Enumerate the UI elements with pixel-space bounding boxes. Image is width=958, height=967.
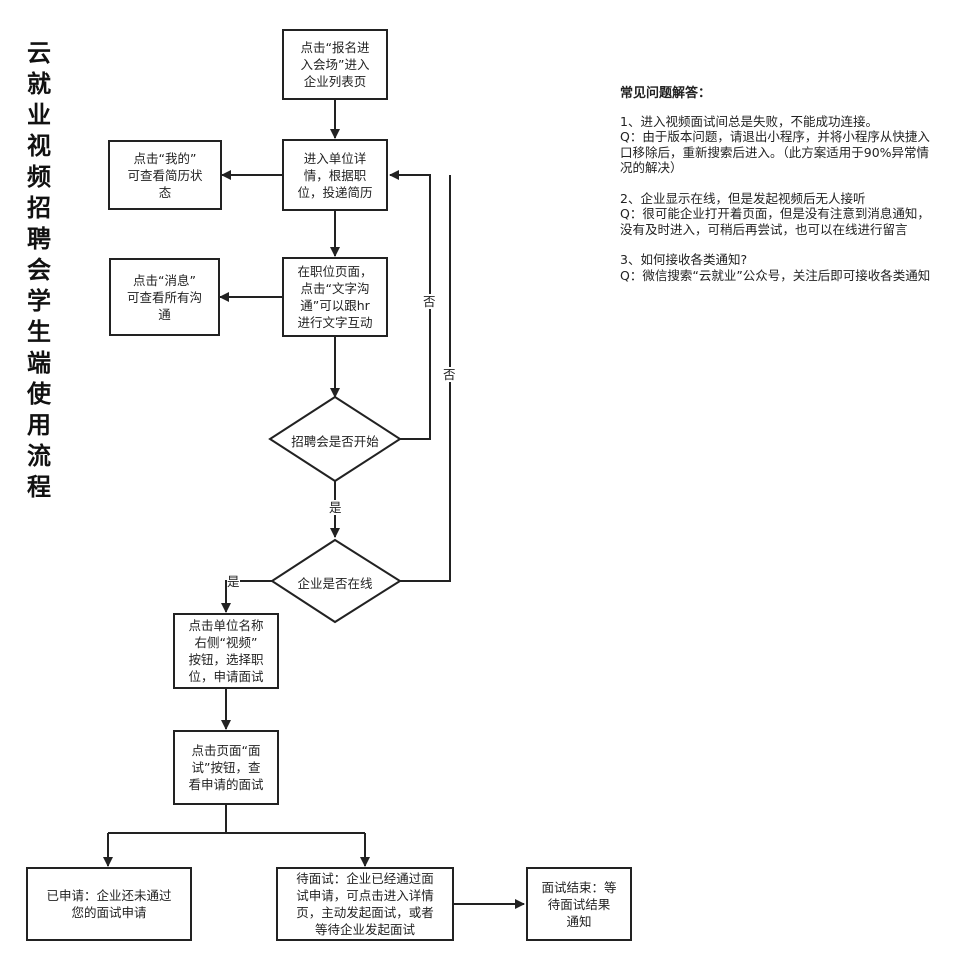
node-enter-venue: 点击“报名进 入会场”进入 企业列表页	[282, 29, 388, 100]
faq-item: 3、如何接收各类通知? Q：微信搜索“云就业”公众号，关注后即可接收各类通知	[620, 252, 938, 283]
faq-answer: Q：由于版本问题，请退出小程序，并将小程序从快捷入口移除后，重新搜索后进入。（此…	[620, 129, 930, 175]
node-messages: 点击“消息” 可查看所有沟 通	[109, 258, 220, 336]
label-yes-online: 是	[227, 574, 240, 589]
title-char: 云	[27, 39, 51, 67]
title-char: 程	[27, 473, 51, 501]
node-unit-detail: 进入单位详 情，根据职 位，投递简历	[282, 139, 388, 211]
decision-fair-started-shape	[268, 395, 402, 483]
title-char: 端	[27, 349, 51, 377]
label-no-online: 否	[443, 367, 456, 382]
title-char: 业	[27, 101, 51, 129]
title-char: 学	[27, 287, 51, 315]
label-no-fair: 否	[423, 294, 436, 309]
title-char: 会	[27, 256, 51, 284]
node-job-page: 在职位页面， 点击“文字沟 通”可以跟hr 进行文字互动	[282, 257, 388, 337]
arrow-online-yes-to-video	[221, 580, 272, 613]
node-click-video: 点击单位名称 右侧“视频” 按钮，选择职 位，申请面试	[173, 613, 279, 689]
title-char: 频	[27, 163, 51, 191]
node-fair-started: 招聘会是否开始	[291, 434, 379, 449]
title-char: 用	[27, 411, 51, 439]
node-finished: 面试结束：等 待面试结果 通知	[526, 867, 632, 941]
label-yes-fair: 是	[329, 500, 342, 515]
faq-panel: 常见问题解答： 1、进入视频面试间总是失败，不能成功连接。 Q：由于版本问题，请…	[620, 86, 938, 298]
node-pending: 待面试：企业已经通过面 试申请，可点击进入详情 页，主动发起面试，或者 等待企业…	[276, 867, 454, 941]
faq-item: 2、企业显示在线，但是发起视频后无人接听 Q：很可能企业打开着页面，但是没有注意…	[620, 191, 938, 238]
title-char: 就	[27, 70, 51, 98]
arrow-online-no-loop	[400, 175, 451, 582]
node-my-profile: 点击“我的” 可查看简历状 态	[108, 140, 222, 210]
title-char: 聘	[27, 225, 51, 253]
node-applied: 已申请：企业还未通过 您的面试申请	[26, 867, 192, 941]
title-char: 生	[27, 318, 51, 346]
faq-question: 1、进入视频面试间总是失败，不能成功连接。	[620, 113, 878, 129]
title-char: 视	[27, 132, 51, 160]
decision-company-online-shape	[270, 538, 402, 624]
node-view-interviews: 点击页面“面 试”按钮，查 看申请的面试	[173, 730, 279, 805]
faq-answer: Q：微信搜索“云就业”公众号，关注后即可接收各类通知	[620, 267, 931, 283]
faq-heading: 常见问题解答：	[620, 86, 712, 101]
node-company-online: 企业是否在线	[297, 576, 373, 591]
faq-question: 3、如何接收各类通知?	[620, 252, 748, 267]
title-char: 使	[27, 380, 51, 408]
title-char: 招	[27, 194, 51, 222]
faq-question: 2、企业显示在线，但是发起视频后无人接听	[620, 190, 866, 206]
flowchart-title: 云 就 业 视 频 招 聘 会 学 生 端 使 用 流 程	[22, 38, 56, 503]
title-char: 流	[27, 442, 51, 470]
faq-item: 1、进入视频面试间总是失败，不能成功连接。 Q：由于版本问题，请退出小程序，并将…	[620, 114, 938, 176]
faq-answer: Q：很可能企业打开着页面，但是没有注意到消息通知，没有及时进入，可稍后再尝试，也…	[620, 206, 930, 237]
